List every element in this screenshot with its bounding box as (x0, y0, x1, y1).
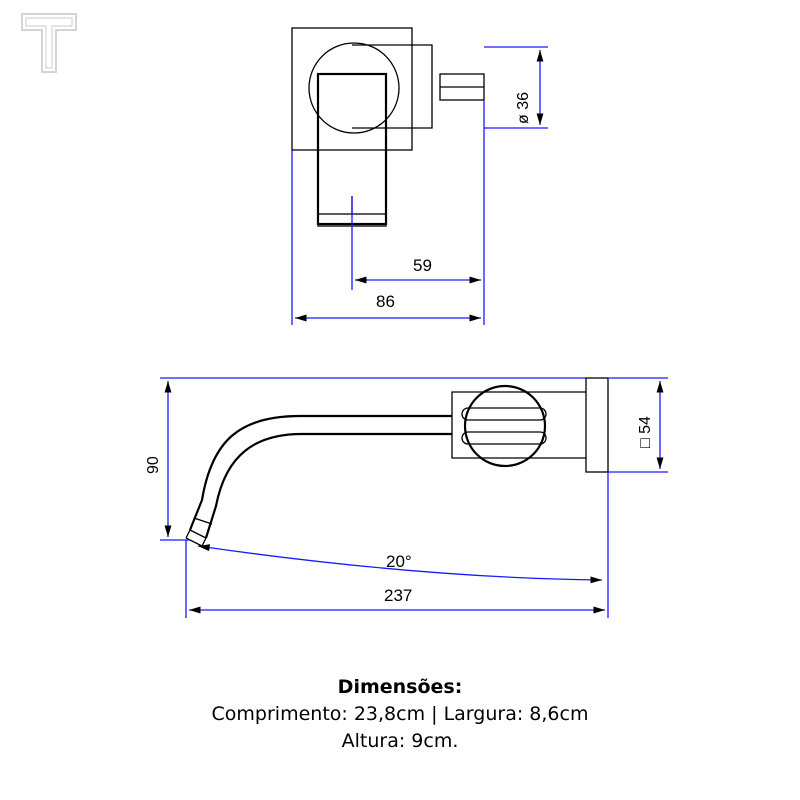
dim-height-label: 90 (145, 456, 162, 474)
spout-outer (188, 414, 452, 531)
brand-logo (21, 13, 77, 73)
dimensions-height: Altura: 9cm. (341, 730, 459, 752)
dim-86-label: 86 (376, 292, 395, 311)
dim-angle-label: 20° (386, 552, 412, 571)
valve-body-side (451, 391, 586, 459)
side-view (185, 377, 609, 547)
wall-plate-top (291, 27, 413, 151)
spout-tip (185, 529, 207, 547)
side-view-dimensions: 90 □ 54 20° 237 (145, 377, 668, 618)
spout-inner (204, 432, 452, 539)
top-view-dimensions: ø 36 59 86 (291, 46, 548, 325)
handle-rosette (308, 42, 400, 134)
dim-length-label: 237 (384, 586, 412, 605)
handle-side (463, 384, 547, 468)
dim-diameter-label: ø 36 (515, 92, 532, 124)
dimensions-length-width: Comprimento: 23,8cm | Largura: 8,6cm (211, 703, 589, 725)
dim-square-label: □ 54 (637, 416, 654, 448)
dimensions-title: Dimensões: (337, 676, 463, 698)
wall-plate-side (585, 377, 609, 473)
top-view (291, 27, 485, 227)
valve-body-top (352, 44, 433, 129)
dim-59-label: 59 (413, 256, 432, 275)
